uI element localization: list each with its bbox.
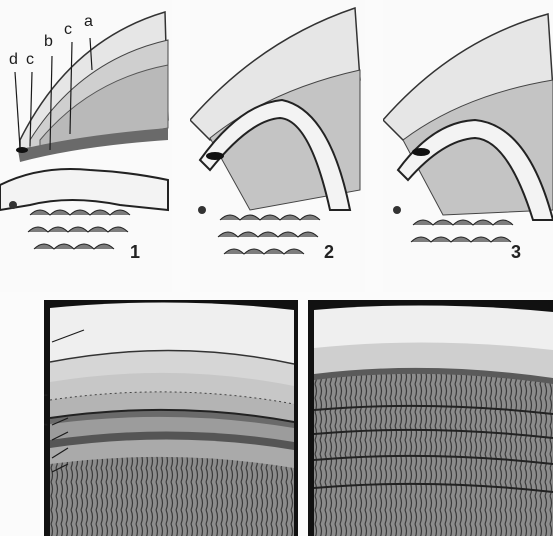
bottom-right-illustration	[308, 300, 553, 536]
panel-3-illustration	[383, 0, 553, 292]
label-b: b	[44, 34, 53, 50]
label-c-inner: c	[26, 52, 34, 68]
bottom-right-panel	[308, 300, 553, 536]
panel-number-1: 1	[130, 242, 140, 263]
label-c-outer: c	[64, 22, 72, 38]
panel-2-illustration	[190, 0, 365, 292]
bottom-left-panel: a { b c d e	[44, 300, 298, 536]
label-d: d	[9, 52, 18, 68]
panel-number-2: 2	[324, 242, 334, 263]
brace-b: {	[44, 392, 52, 426]
panel-number-3: 3	[511, 242, 521, 263]
top-panel-2: 2	[190, 0, 365, 292]
top-panel-1: a b c c d 1	[0, 0, 172, 292]
panel-1-illustration	[0, 0, 172, 292]
top-panel-3: 3	[383, 0, 553, 292]
bottom-left-illustration	[44, 300, 298, 536]
label-a: a	[84, 14, 93, 30]
